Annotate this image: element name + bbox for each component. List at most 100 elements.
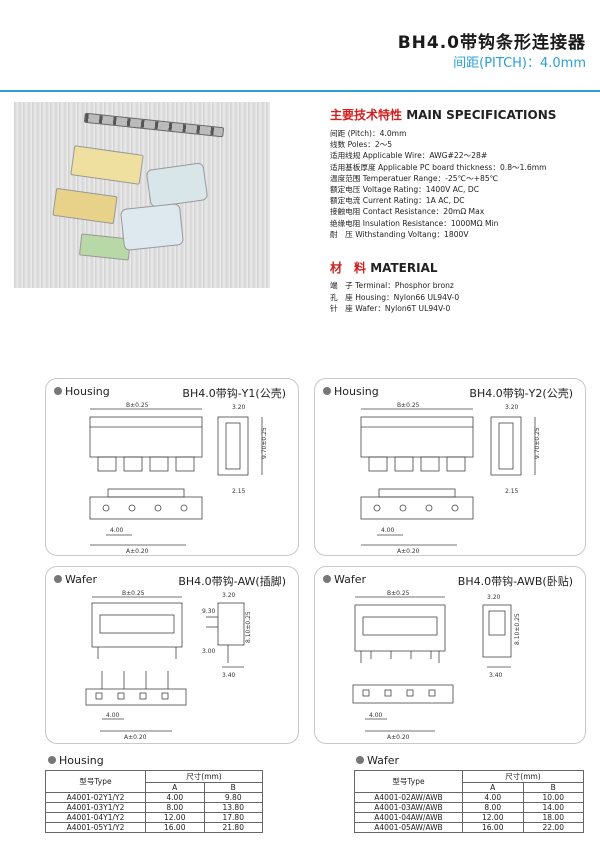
specs-title-en: MAIN SPECIFICATIONS xyxy=(406,108,557,122)
dim-b: B±0.25 xyxy=(126,402,149,409)
dim-pitch: 4.00 xyxy=(381,527,395,534)
dim-pitch: 4.00 xyxy=(110,527,124,534)
panel-housing-y1: B±0.25 3.20 9.70±0.25 2.15 4.00 A±0.20 H… xyxy=(45,378,299,556)
terminal-strip xyxy=(83,112,225,138)
dim-pitch: 4.00 xyxy=(106,712,120,719)
panel-title: BH4.0带钩-AW(插脚) xyxy=(178,575,286,588)
housing-white-2 xyxy=(119,202,185,252)
bullet-icon xyxy=(356,756,364,764)
spec-item: 温度范围 Temperatuer Range：-25℃～+85℃ xyxy=(330,173,499,183)
col-a-header: A xyxy=(145,782,205,793)
wafer-table-label: Wafer xyxy=(356,754,399,767)
dim-930: 9.30 xyxy=(202,608,216,615)
header-divider xyxy=(0,90,600,92)
dim-b: B±0.25 xyxy=(387,590,410,597)
spec-item: 耐 压 Withstanding Voltang：1800V xyxy=(330,229,469,239)
panel-label: Wafer xyxy=(323,573,366,586)
housing-white-1 xyxy=(145,162,209,208)
material-list: 端 子 Terminal：Phosphor bronz 孔 座 Housing：… xyxy=(330,280,459,315)
dim-810: 8.10±0.25 xyxy=(245,611,252,643)
col-size-header: 尺寸(mm) xyxy=(462,770,584,783)
panel-label: Wafer xyxy=(54,573,97,586)
bullet-icon xyxy=(323,575,331,583)
dim-215: 2.15 xyxy=(505,488,519,495)
dim-970: 9.70±0.25 xyxy=(534,427,541,459)
spec-item: 额定电压 Voltage Rating：1400V AC, DC xyxy=(330,185,480,195)
table-header-row: 型号Type 尺寸(mm) xyxy=(45,770,263,793)
spec-item: 适用基板厚度 Applicable PC board thickness：0.8… xyxy=(330,162,547,172)
material-item: 端 子 Terminal：Phosphor bronz xyxy=(330,281,454,290)
dim-a: A±0.20 xyxy=(124,734,147,741)
product-photo xyxy=(14,102,270,288)
specs-title: 主要技术特性 MAIN SPECIFICATIONS xyxy=(330,106,556,123)
dim-a: A±0.20 xyxy=(126,548,149,555)
dim-b: B±0.25 xyxy=(122,590,145,597)
material-title-en: MATERIAL xyxy=(370,261,438,275)
spec-item: 额定电流 Current Rating：1A AC, DC xyxy=(330,196,465,206)
dim-340: 3.40 xyxy=(222,672,236,679)
drawing-wafer-aw: B±0.25 3.20 9.30 8.10±0.25 3.00 3.40 4.0… xyxy=(85,590,252,741)
material-title: 材 料 MATERIAL xyxy=(330,259,438,276)
col-type-header: 型号Type xyxy=(45,770,146,793)
dim-320: 3.20 xyxy=(505,404,519,411)
col-a-header: A xyxy=(462,782,524,793)
panel-label: Housing xyxy=(323,385,379,398)
panel-wafer-aw: B±0.25 3.20 9.30 8.10±0.25 3.00 3.40 4.0… xyxy=(45,566,299,744)
specs-list: 间距 (Pitch)：4.0mm 线数 Poles：2～5 适用线规 Appli… xyxy=(330,128,547,240)
panel-title: BH4.0带钩-Y1(公壳) xyxy=(182,387,286,400)
drawing-housing-y1: B±0.25 3.20 9.70±0.25 2.15 4.00 A±0.20 xyxy=(89,402,268,555)
table-header-row: 型号Type 尺寸(mm) xyxy=(354,770,584,793)
col-b-header: B xyxy=(203,782,263,793)
material-item: 孔 座 Housing：Nylon66 UL94V-0 xyxy=(330,292,460,302)
spec-item: 间距 (Pitch)：4.0mm xyxy=(330,129,407,138)
housing-table-label: Housing xyxy=(48,754,104,767)
material-item: 针 座 Wafer：Nylon6T UL94V-0 xyxy=(330,304,451,314)
specs-title-cn: 主要技术特性 xyxy=(330,108,403,122)
material-title-cn: 材 料 xyxy=(330,261,367,275)
housing-yellow-2 xyxy=(52,187,118,225)
col-size-header: 尺寸(mm) xyxy=(145,770,263,783)
panel-label: Housing xyxy=(54,385,110,398)
col-b-header: B xyxy=(522,782,584,793)
spec-item: 适用线规 Applicable Wire：AWG#22～28# xyxy=(330,151,488,161)
pitch-subtitle: 间距(PITCH)：4.0mm xyxy=(453,56,586,71)
dim-320: 3.20 xyxy=(232,404,246,411)
drawing-wafer-awb: B±0.25 3.20 8.10±0.25 3.40 4.00 A±0.20 xyxy=(352,590,521,741)
dim-810: 8.10±0.25 xyxy=(514,613,521,645)
page-title: BH4.0带钩条形连接器 xyxy=(397,33,586,53)
dim-pitch: 4.00 xyxy=(369,712,383,719)
dim-a: A±0.20 xyxy=(387,734,410,741)
drawing-housing-y2: B±0.25 3.20 9.70±0.25 2.15 4.00 A±0.20 xyxy=(360,402,541,555)
spec-item: 接触电阻 Contact Resistance：20mΩ Max xyxy=(330,207,485,217)
bullet-icon xyxy=(48,756,56,764)
dim-340: 3.40 xyxy=(489,672,503,679)
dim-320: 3.20 xyxy=(487,594,501,601)
dim-970: 9.70±0.25 xyxy=(261,427,268,459)
housing-yellow-1 xyxy=(70,145,144,185)
col-type-header: 型号Type xyxy=(354,770,463,793)
panel-housing-y2: B±0.25 3.20 9.70±0.25 2.15 4.00 A±0.20 H… xyxy=(314,378,586,556)
dim-320: 3.20 xyxy=(222,592,236,599)
panel-title: BH4.0带钩-Y2(公壳) xyxy=(469,387,573,400)
panel-wafer-awb: B±0.25 3.20 8.10±0.25 3.40 4.00 A±0.20 W… xyxy=(314,566,586,744)
dim-300: 3.00 xyxy=(202,648,216,655)
bullet-icon xyxy=(323,387,331,395)
dim-215: 2.15 xyxy=(232,488,246,495)
panel-title: BH4.0带钩-AWB(卧贴) xyxy=(457,575,573,588)
bullet-icon xyxy=(54,387,62,395)
spec-item: 绝缘电阻 Insulation Resistance：1000MΩ Min xyxy=(330,218,499,228)
dim-a: A±0.20 xyxy=(397,548,420,555)
bullet-icon xyxy=(54,575,62,583)
spec-item: 线数 Poles：2～5 xyxy=(330,140,393,150)
dim-b: B±0.25 xyxy=(397,402,420,409)
